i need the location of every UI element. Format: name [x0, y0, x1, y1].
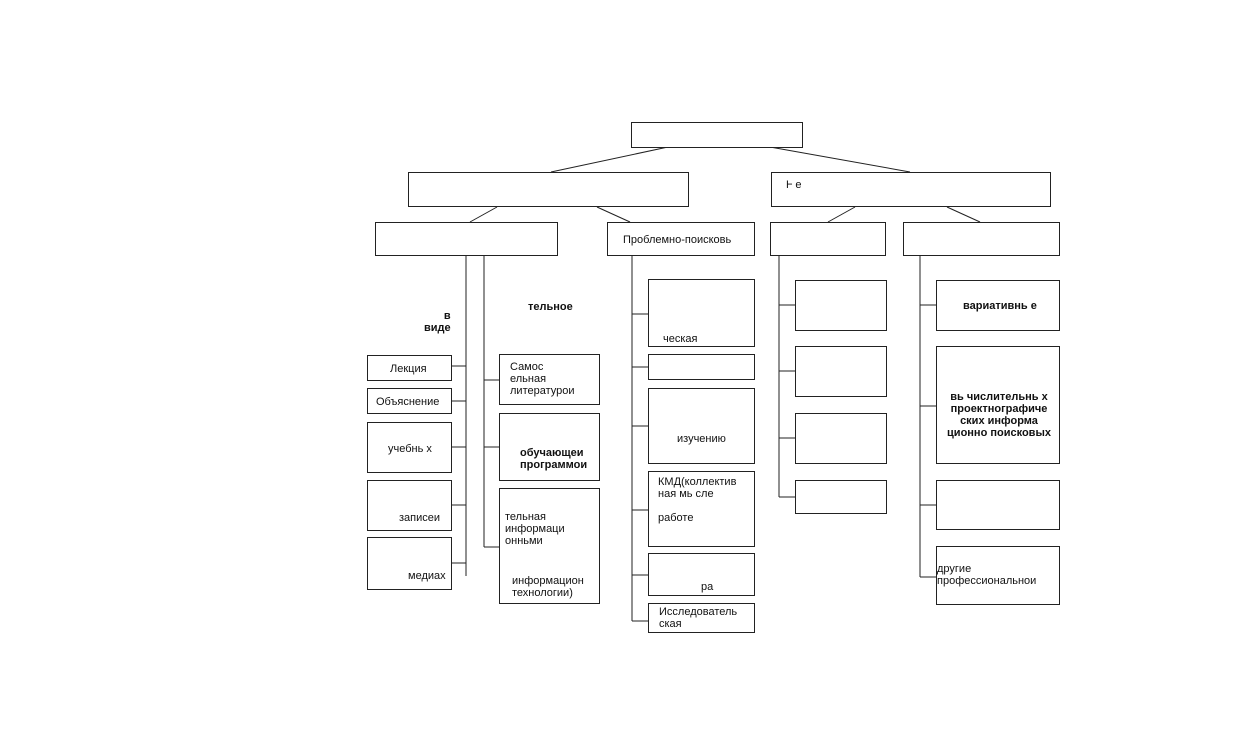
level2-node-c	[770, 222, 886, 256]
col-b-item-2	[648, 354, 755, 380]
level1-right-node: Ⱶ е	[771, 172, 1051, 207]
level2-b-label: Проблемно-поисковь	[623, 234, 732, 246]
col-b-item-1: ческая	[648, 279, 755, 347]
col-a2-item-learning-program: обучающеи программои	[499, 413, 600, 481]
col-a-item-label: Объяснение	[376, 396, 440, 408]
col-b-item-6: Исследователь ская	[648, 603, 755, 633]
level2-node-b: Проблемно-поисковь	[607, 222, 755, 256]
col-a-item-label: учебнь х	[388, 443, 432, 455]
col-a2-item-label: Самос ельная литературои	[510, 361, 575, 397]
col-b-item-label: ра	[701, 581, 714, 593]
col-b-item-label: Исследователь ская	[659, 606, 738, 630]
col-b-item-4: КМД(коллектив ная мь сле работе	[648, 471, 755, 547]
col-c-item-2	[795, 346, 887, 397]
col-b-item-3: изучению	[648, 388, 755, 464]
col-d-item-label: вариативнь е	[963, 300, 1037, 312]
col-a-item-label: записеи	[399, 512, 441, 524]
level1-right-label: Ⱶ е	[786, 179, 802, 191]
root-node	[631, 122, 803, 148]
col-d-item-1: вариативнь е	[936, 280, 1060, 331]
col-d-item-3	[936, 480, 1060, 530]
level2-node-a	[375, 222, 558, 256]
col-d-item-label: вь числительнь х проектнографиче ских ин…	[947, 391, 1051, 439]
col-a-item-label: медиах	[408, 570, 446, 582]
col-d-item-4: другие профессиональнои	[936, 546, 1060, 605]
col-a-item-explanation: Объяснение	[367, 388, 452, 414]
col-a-item-records: записеи	[367, 480, 452, 531]
level1-left-node	[408, 172, 689, 207]
col-b-item-label: КМД(коллектив ная мь сле работе	[658, 476, 737, 524]
col-a2-item-label: обучающеи программои	[520, 447, 588, 471]
col-c-item-4	[795, 480, 887, 514]
col-c-item-3	[795, 413, 887, 464]
col-b-item-5: ра	[648, 553, 755, 596]
col-a-top-label: в виде	[424, 310, 451, 334]
col-d-item-label: другие профессиональнои	[937, 563, 1037, 587]
col-a2-item-label: тельная информаци онньми	[505, 511, 565, 547]
col-b-item-label: изучению	[677, 433, 726, 445]
col-a2-item-label-bottom: информацион технологии)	[512, 575, 584, 599]
col-a-item-textbook: учебнь х	[367, 422, 452, 473]
col-a2-item-info-methods: тельная информаци онньми информацион тех…	[499, 488, 600, 604]
col-a2-top-label: тельное	[528, 301, 573, 313]
col-d-item-2: вь числительнь х проектнографиче ских ин…	[936, 346, 1060, 464]
col-a-item-lecture: Лекция	[367, 355, 452, 381]
col-a-item-label: Лекция	[390, 363, 427, 375]
col-c-item-1	[795, 280, 887, 331]
col-a-item-media: медиах	[367, 537, 452, 590]
level2-node-d	[903, 222, 1060, 256]
col-a2-item-self-study: Самос ельная литературои	[499, 354, 600, 405]
col-b-item-label: ческая	[663, 333, 698, 345]
